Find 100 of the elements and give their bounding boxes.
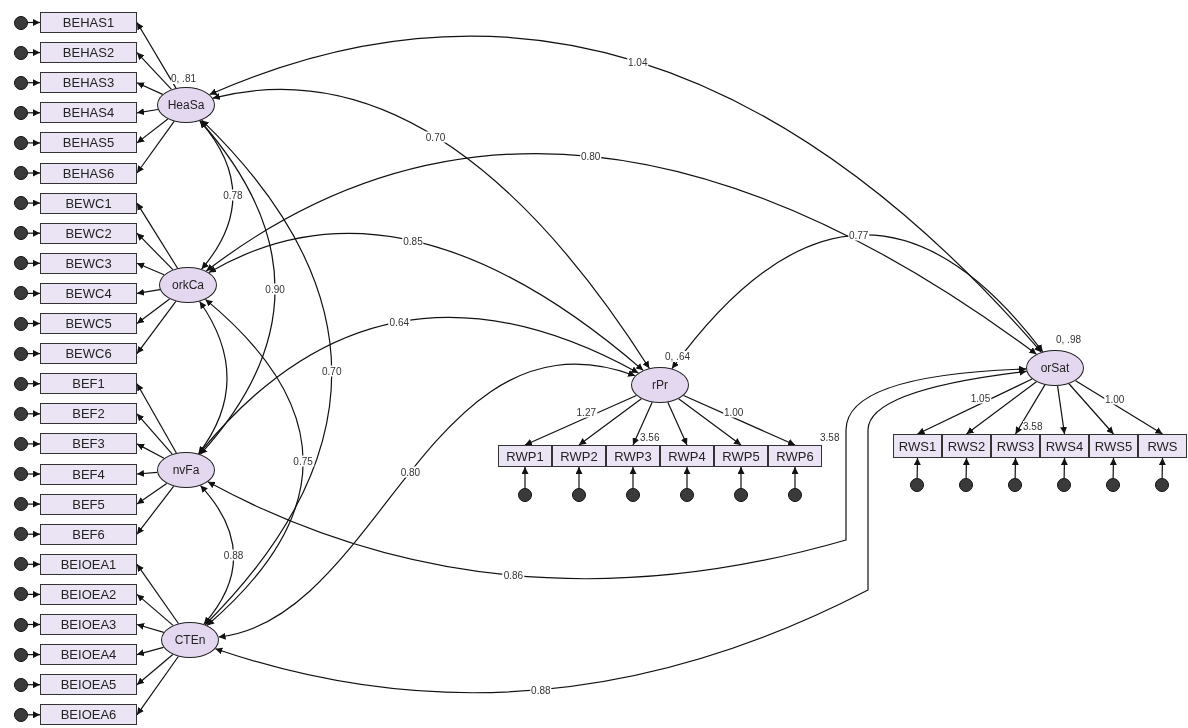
error-circle: [14, 587, 28, 602]
indicator-box: BEF4: [40, 463, 137, 485]
path-arrow: [632, 401, 653, 446]
error-circle: [1106, 478, 1120, 492]
path-arrow: [1014, 384, 1046, 435]
latent-ellipse: nvFa: [157, 452, 215, 488]
path-arrow: [136, 469, 158, 477]
edge-label: 0.78: [222, 189, 244, 201]
error-circle: [1008, 478, 1022, 492]
path-arrow: [683, 394, 796, 446]
indicator-box: RWP6: [768, 445, 822, 467]
indicator-box: RWS3: [991, 434, 1040, 458]
error-circle: [680, 488, 694, 502]
indicator-box: RWP1: [498, 445, 552, 467]
path-arrow: [27, 289, 41, 297]
latent-ellipse: orSat: [1026, 350, 1084, 386]
indicator-box: BEIOEA2: [40, 583, 137, 605]
error-circle: [14, 256, 28, 271]
path-arrow: [27, 19, 41, 26]
indicator-box: BEF2: [40, 403, 137, 425]
covariance-arrow: [218, 364, 636, 639]
edge-label: 0.70: [321, 365, 343, 377]
covariance-arrow: [207, 365, 1027, 580]
path-arrow: [136, 298, 171, 325]
path-arrow: [27, 711, 41, 719]
indicator-box: BEF1: [40, 373, 137, 395]
path-arrow: [27, 199, 41, 207]
error-circle: [14, 316, 28, 331]
indicator-box: BEHAS6: [40, 162, 137, 184]
error-circle: [14, 226, 28, 241]
path-arrow: [136, 202, 179, 269]
path-arrow: [27, 651, 41, 659]
path-arrow: [136, 120, 175, 174]
variance-label: 0, .81: [171, 73, 197, 84]
error-circle: [14, 406, 28, 421]
indicator-box: BEWC1: [40, 192, 137, 214]
indicator-box: RWS: [1138, 434, 1187, 458]
error-circle: [14, 497, 28, 512]
path-arrow: [27, 410, 41, 418]
error-circle: [959, 478, 973, 492]
indicator-box: BEHAS1: [40, 12, 137, 33]
path-arrow: [1158, 457, 1166, 479]
path-arrow: [27, 350, 41, 358]
indicator-box: BEWC6: [40, 343, 137, 365]
error-circle: [910, 478, 924, 492]
path-arrow: [1060, 457, 1068, 479]
covariance-arrow: [199, 485, 235, 625]
error-circle: [14, 436, 28, 451]
error-circle: [14, 467, 28, 481]
error-circle: [1155, 478, 1169, 492]
intercept-label: 3.58: [1023, 421, 1043, 432]
covariance-arrow: [208, 232, 644, 371]
path-arrow: [27, 49, 41, 57]
path-arrow: [913, 457, 921, 479]
edge-label: 1.00: [722, 406, 745, 418]
covariance-arrow: [201, 119, 333, 626]
path-arrow: [136, 118, 169, 144]
indicator-box: RWS2: [942, 434, 991, 458]
path-arrow: [965, 381, 1038, 435]
indicator-box: RWP2: [552, 445, 606, 467]
indicator-box: BEIOEA4: [40, 644, 137, 666]
indicator-box: BEHAS5: [40, 132, 137, 154]
edge-label: 0.85: [402, 235, 424, 247]
error-circle: [14, 75, 28, 90]
path-arrow: [27, 681, 41, 689]
path-arrow: [27, 229, 41, 237]
path-arrow: [136, 300, 177, 355]
error-circle: [14, 45, 28, 60]
error-circle: [14, 166, 28, 180]
indicator-box: BEIOEA5: [40, 674, 137, 696]
error-circle: [14, 286, 28, 301]
error-circle: [734, 488, 748, 502]
error-circle: [14, 617, 28, 632]
edge-label: 1.00: [1103, 393, 1126, 405]
path-arrow: [629, 466, 637, 489]
covariance-arrow: [199, 120, 276, 455]
path-arrow: [27, 621, 41, 628]
path-arrow: [136, 383, 177, 454]
path-arrow: [27, 560, 41, 568]
path-arrow: [27, 109, 41, 117]
latent-ellipse: rPr: [631, 367, 689, 403]
indicator-box: BEIOEA3: [40, 614, 137, 635]
edge-label: 0.70: [424, 131, 447, 143]
error-circle: [14, 707, 28, 722]
latent-ellipse: HeaSa: [157, 87, 215, 123]
indicator-box: RWS1: [893, 434, 942, 458]
covariance-arrow: [671, 234, 1044, 370]
path-arrow: [136, 593, 174, 626]
indicator-box: BEWC2: [40, 222, 137, 244]
error-circle: [788, 488, 802, 502]
path-arrow: [27, 530, 41, 538]
indicator-box: RWS5: [1089, 434, 1138, 458]
indicator-box: BEHAS2: [40, 42, 137, 64]
error-circle: [1057, 478, 1071, 492]
path-arrow: [575, 466, 583, 489]
path-arrow: [1075, 380, 1164, 435]
path-arrow: [27, 470, 41, 478]
indicator-box: BEHAS3: [40, 72, 137, 94]
error-circle: [14, 647, 28, 662]
path-arrow: [136, 108, 159, 116]
